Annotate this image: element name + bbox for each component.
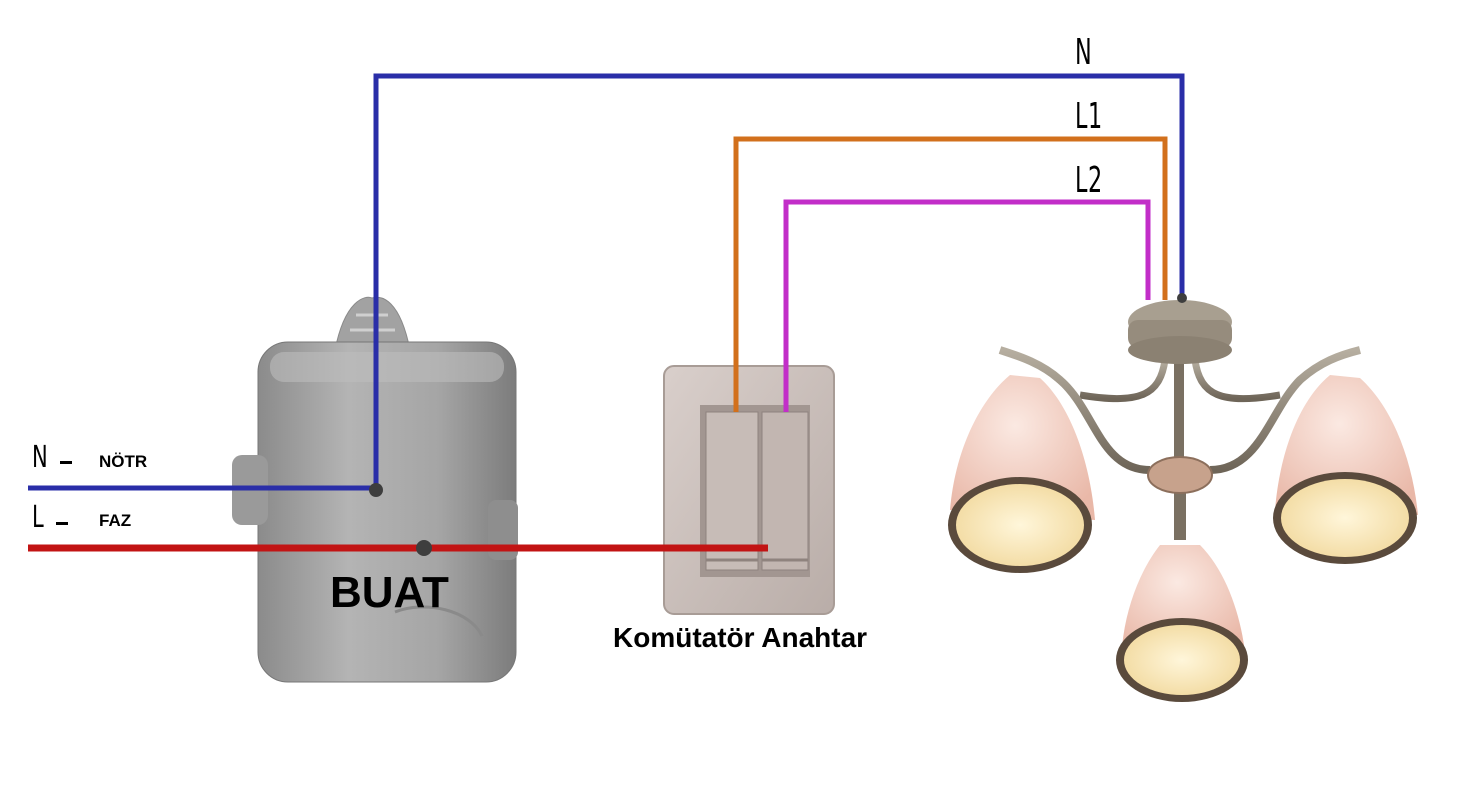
- left-label-l: L: [32, 500, 44, 535]
- neutral-terminal: [369, 483, 383, 497]
- left-label-n: N: [32, 440, 48, 475]
- faz-label: FAZ: [99, 511, 132, 530]
- left-dash-l: [56, 522, 68, 525]
- neutral-wire-to-lamp: [373, 73, 1185, 490]
- l2-wire: [783, 199, 1151, 412]
- commutator-switch: [663, 365, 835, 615]
- lamp-terminal: [1177, 293, 1187, 303]
- notr-label: NÖTR: [99, 452, 148, 471]
- left-dash-n: [60, 461, 72, 464]
- switch-label: Komütatör Anahtar: [613, 622, 868, 653]
- wire-label-l2: L2: [1075, 160, 1103, 201]
- wire-label-n: N: [1075, 32, 1093, 73]
- chandelier: [948, 300, 1418, 702]
- l1-wire: [733, 136, 1168, 412]
- wire-label-l1: L1: [1075, 96, 1103, 137]
- junction-box: [232, 296, 518, 683]
- phase-terminal: [416, 540, 432, 556]
- buat-label: BUAT: [330, 568, 449, 617]
